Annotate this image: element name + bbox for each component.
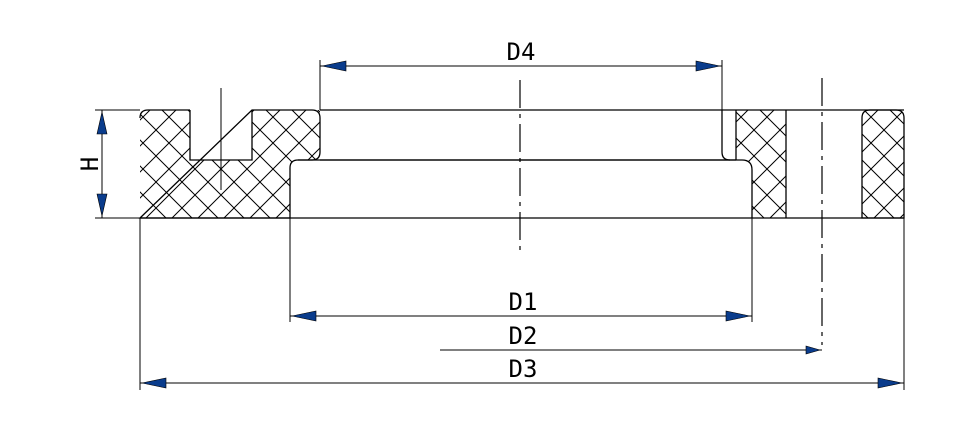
right-inner-section — [736, 110, 786, 218]
label-d3: D3 — [509, 355, 538, 383]
label-d1: D1 — [509, 288, 538, 316]
label-d4: D4 — [507, 38, 536, 66]
dimension-d2: D2 — [440, 322, 822, 355]
left-section-outline — [138, 109, 321, 219]
label-d2: D2 — [509, 322, 538, 350]
dimension-d3: D3 — [140, 355, 904, 389]
dimension-d1: D1 — [290, 288, 752, 322]
right-outer-section — [861, 109, 905, 219]
body-outline — [140, 109, 904, 219]
left-section-hatch — [140, 110, 320, 218]
left-section — [138, 109, 321, 219]
dimension-d4: D4 — [320, 38, 722, 72]
right-inner-hatch — [736, 110, 786, 218]
dimension-h: H — [76, 110, 108, 218]
right-outer-hatch — [862, 110, 904, 218]
label-h: H — [76, 157, 104, 171]
extension-lines — [95, 60, 905, 390]
